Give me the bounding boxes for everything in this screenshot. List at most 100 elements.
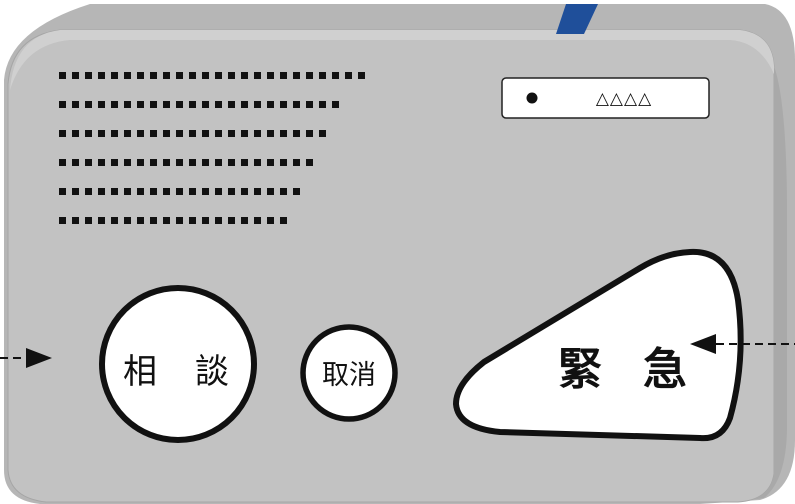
speaker-hole bbox=[163, 159, 170, 166]
speaker-hole bbox=[228, 188, 235, 195]
speaker-hole bbox=[150, 130, 157, 137]
speaker-hole bbox=[228, 130, 235, 137]
speaker-hole bbox=[124, 159, 131, 166]
speaker-hole bbox=[85, 101, 92, 108]
speaker-hole bbox=[124, 101, 131, 108]
status-display: △△△△ bbox=[501, 77, 710, 119]
speaker-hole bbox=[163, 217, 170, 224]
speaker-hole bbox=[189, 130, 196, 137]
speaker-hole bbox=[293, 188, 300, 195]
speaker-hole bbox=[306, 159, 313, 166]
speaker-hole bbox=[241, 72, 248, 79]
speaker-hole bbox=[254, 188, 261, 195]
device-body-top-bevel bbox=[10, 30, 774, 90]
speaker-hole bbox=[163, 101, 170, 108]
speaker-hole bbox=[98, 130, 105, 137]
speaker-hole bbox=[72, 217, 79, 224]
speaker-hole bbox=[59, 188, 66, 195]
left-pointer-arrow bbox=[0, 348, 52, 368]
speaker-hole bbox=[267, 101, 274, 108]
speaker-hole bbox=[280, 101, 287, 108]
speaker-hole bbox=[202, 217, 209, 224]
speaker-hole bbox=[189, 188, 196, 195]
speaker-hole bbox=[215, 72, 222, 79]
speaker-hole bbox=[189, 72, 196, 79]
speaker-hole bbox=[202, 101, 209, 108]
speaker-hole bbox=[85, 72, 92, 79]
consult-button-char1: 相 bbox=[123, 352, 157, 392]
speaker-hole bbox=[332, 101, 339, 108]
speaker-hole bbox=[98, 72, 105, 79]
speaker-hole bbox=[124, 72, 131, 79]
cancel-button[interactable]: 取消 bbox=[300, 324, 398, 422]
speaker-hole bbox=[267, 72, 274, 79]
speaker-hole bbox=[111, 130, 118, 137]
speaker-hole bbox=[72, 72, 79, 79]
speaker-hole bbox=[124, 217, 131, 224]
speaker-hole bbox=[176, 72, 183, 79]
speaker-hole bbox=[319, 72, 326, 79]
speaker-hole bbox=[228, 159, 235, 166]
speaker-hole bbox=[150, 101, 157, 108]
speaker-hole bbox=[72, 101, 79, 108]
speaker-hole bbox=[59, 217, 66, 224]
speaker-hole bbox=[137, 159, 144, 166]
speaker-hole bbox=[254, 159, 261, 166]
speaker-hole bbox=[176, 159, 183, 166]
speaker-hole bbox=[59, 101, 66, 108]
speaker-hole bbox=[150, 159, 157, 166]
speaker-hole bbox=[98, 217, 105, 224]
speaker-hole bbox=[293, 72, 300, 79]
speaker-hole bbox=[293, 159, 300, 166]
speaker-hole bbox=[280, 188, 287, 195]
speaker-hole bbox=[85, 188, 92, 195]
speaker-hole bbox=[189, 159, 196, 166]
emergency-button[interactable]: 緊 急 bbox=[453, 248, 744, 442]
speaker-hole bbox=[293, 101, 300, 108]
antenna-tab bbox=[556, 4, 598, 34]
speaker-hole bbox=[189, 217, 196, 224]
speaker-hole bbox=[163, 72, 170, 79]
speaker-hole bbox=[163, 188, 170, 195]
speaker-hole bbox=[137, 217, 144, 224]
speaker-hole bbox=[358, 72, 365, 79]
speaker-grille bbox=[59, 72, 365, 224]
speaker-hole bbox=[202, 159, 209, 166]
speaker-hole bbox=[228, 72, 235, 79]
speaker-hole bbox=[332, 72, 339, 79]
speaker-hole bbox=[254, 72, 261, 79]
speaker-hole bbox=[254, 130, 261, 137]
speaker-hole bbox=[176, 101, 183, 108]
speaker-hole bbox=[215, 130, 222, 137]
speaker-hole bbox=[111, 101, 118, 108]
speaker-hole bbox=[319, 130, 326, 137]
device-body-side-shade bbox=[738, 66, 787, 502]
speaker-hole bbox=[59, 130, 66, 137]
speaker-hole bbox=[241, 159, 248, 166]
speaker-hole bbox=[176, 130, 183, 137]
speaker-hole bbox=[98, 188, 105, 195]
speaker-hole bbox=[85, 217, 92, 224]
consult-button[interactable]: 相 談 bbox=[99, 285, 257, 443]
speaker-hole bbox=[72, 159, 79, 166]
speaker-hole bbox=[215, 217, 222, 224]
speaker-hole bbox=[215, 159, 222, 166]
speaker-hole bbox=[124, 188, 131, 195]
speaker-hole bbox=[267, 188, 274, 195]
speaker-hole bbox=[85, 159, 92, 166]
speaker-hole bbox=[202, 188, 209, 195]
speaker-hole bbox=[202, 130, 209, 137]
speaker-hole bbox=[215, 101, 222, 108]
speaker-hole bbox=[111, 188, 118, 195]
cancel-button-label: 取消 bbox=[322, 360, 376, 391]
status-indicator-dot bbox=[526, 92, 538, 104]
speaker-hole bbox=[280, 130, 287, 137]
speaker-hole bbox=[215, 188, 222, 195]
status-display-text: △△△△ bbox=[596, 89, 652, 109]
speaker-hole bbox=[241, 101, 248, 108]
speaker-hole bbox=[163, 130, 170, 137]
speaker-hole bbox=[59, 72, 66, 79]
speaker-hole bbox=[85, 130, 92, 137]
speaker-hole bbox=[306, 101, 313, 108]
speaker-hole bbox=[189, 101, 196, 108]
